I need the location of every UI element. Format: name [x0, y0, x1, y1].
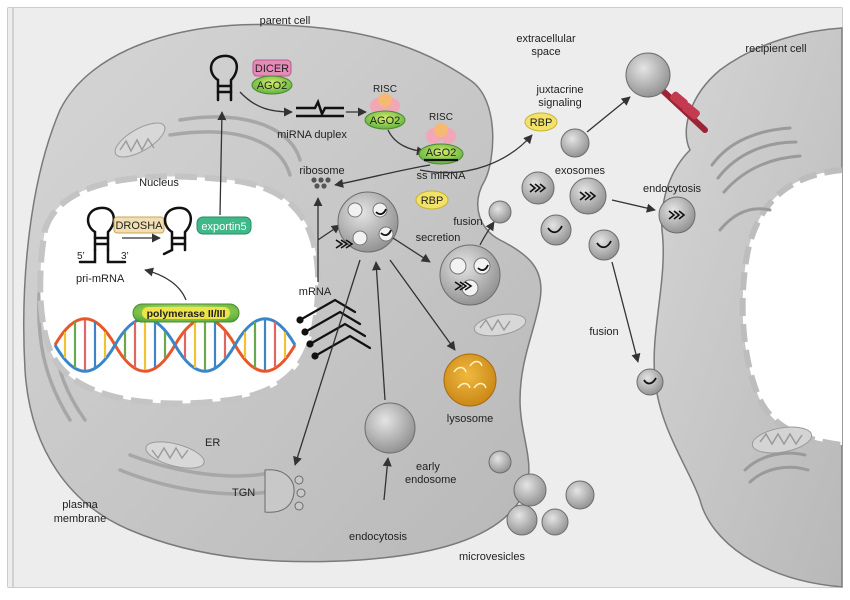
budding-vesicle — [488, 200, 512, 224]
arrow-juxtacrine — [586, 96, 631, 133]
fusion-top-label: fusion — [453, 216, 482, 228]
plasma-label-2: membrane — [54, 513, 107, 525]
mirna-duplex — [296, 98, 344, 118]
lysosome — [443, 353, 497, 407]
er-label: ER — [205, 437, 220, 449]
endocytosed-exosome — [658, 196, 696, 234]
parent-cell-label: parent cell — [260, 15, 311, 27]
risc-2-label: RISC — [429, 112, 453, 123]
juxtacrine-label-2: signaling — [538, 97, 581, 109]
secretion-label: secretion — [416, 232, 461, 244]
fusing-mvb — [439, 244, 501, 306]
extracellular-label-2: space — [531, 46, 560, 58]
microvesicles-label: microvesicles — [459, 551, 526, 563]
fusion-right-label: fusion — [589, 326, 618, 338]
nucleus-label: Nucleus — [139, 177, 179, 189]
drosha-badge: DROSHA — [113, 216, 165, 234]
endocytosis-right-label: endocytosis — [643, 183, 702, 195]
arrow-to-rbp — [419, 134, 533, 174]
pri-mrna-hairpin — [78, 206, 127, 264]
exosome-signaling — [560, 128, 590, 158]
fusing-exosome-cargo — [643, 377, 657, 385]
mrna-strands — [296, 298, 372, 360]
arrow-to-ribosome — [334, 164, 431, 188]
arrow-secretion — [392, 237, 431, 263]
pri-mrna-label: pri-mRNA — [76, 273, 125, 285]
arrow-to-lysosome — [389, 259, 456, 351]
endocytosis-bottom-label: endocytosis — [349, 531, 408, 543]
arrow-fusion-right — [611, 261, 641, 363]
microvesicles — [488, 450, 595, 536]
rbp-top-badge: RBP — [524, 112, 558, 132]
arrow-endocytosis-right — [611, 199, 656, 213]
dicer-complex: DICER AGO2 — [251, 59, 293, 95]
exportin5-label: exportin5 — [201, 221, 246, 233]
arrow-fusion-top — [479, 221, 495, 246]
trans-golgi-network — [264, 469, 306, 513]
exportin5-badge: exportin5 — [196, 216, 252, 235]
dicer-label: DICER — [255, 63, 289, 75]
polymerase-label: polymerase II/III — [147, 308, 226, 320]
lysosome-label: lysosome — [447, 413, 493, 425]
ago2-risc1-label: AGO2 — [370, 115, 401, 127]
exosomes-label: exosomes — [555, 165, 606, 177]
nuclear-envelope — [37, 173, 322, 407]
five-prime-label: 5’ — [77, 251, 85, 262]
ribosome-label: ribosome — [299, 165, 344, 177]
arrow-endosome-mvb — [371, 261, 386, 401]
arrow-endocytosis-bottom — [382, 457, 392, 501]
ribosome-dots — [311, 177, 331, 189]
recipient-nucleus — [742, 170, 842, 445]
arrow-to-tgn — [293, 259, 361, 466]
endocytosed-cargo — [668, 210, 686, 220]
extracellular-label-1: extracellular — [516, 33, 576, 45]
juxtacrine-receptor — [659, 87, 708, 133]
rbp-mid-badge: RBP — [415, 190, 449, 210]
risc-1-label: RISC — [373, 84, 397, 95]
ago2-top-label: AGO2 — [257, 80, 288, 92]
plasma-label-1: plasma — [62, 499, 98, 511]
drosha-label: DROSHA — [115, 220, 163, 232]
rbp-top-label: RBP — [530, 117, 553, 129]
tgn-label: TGN — [232, 487, 255, 499]
fusing-exosome — [636, 368, 664, 396]
risc-2-complex: AGO2 — [418, 123, 464, 165]
early-label-2: endosome — [405, 474, 456, 486]
rbp-mid-label: RBP — [421, 195, 444, 207]
arrow-dicer — [239, 91, 293, 117]
dna-base-pairs — [63, 320, 287, 370]
multivesicular-body — [335, 191, 399, 253]
juxtacrine-vesicle — [625, 52, 671, 98]
arrow-export — [217, 111, 227, 216]
three-prime-label: 3’ — [121, 251, 129, 262]
juxtacrine-label-1: juxtacrine — [535, 84, 583, 96]
arrow-transcription — [144, 267, 187, 301]
recipient-er — [710, 126, 810, 484]
mrna-label: mRNA — [299, 286, 332, 298]
cytoplasmic-pre-mirna — [209, 54, 239, 102]
polymerase-badge: polymerase II/III — [132, 303, 240, 323]
early-endosome — [364, 402, 416, 454]
early-label-1: early — [416, 461, 440, 473]
nucleus — [40, 176, 319, 404]
dna-helix — [53, 317, 297, 373]
risc-1-complex: AGO2 — [364, 93, 406, 130]
pre-mirna-hairpin — [162, 206, 193, 256]
mitochondrion — [114, 122, 527, 469]
exosome-cluster — [521, 171, 620, 261]
recipient-cell-label: recipient cell — [745, 43, 806, 55]
recipient-mitochondrion — [751, 426, 813, 454]
mirna-duplex-label: miRNA duplex — [277, 129, 347, 141]
ago2-risc2-label: AGO2 — [426, 147, 457, 159]
